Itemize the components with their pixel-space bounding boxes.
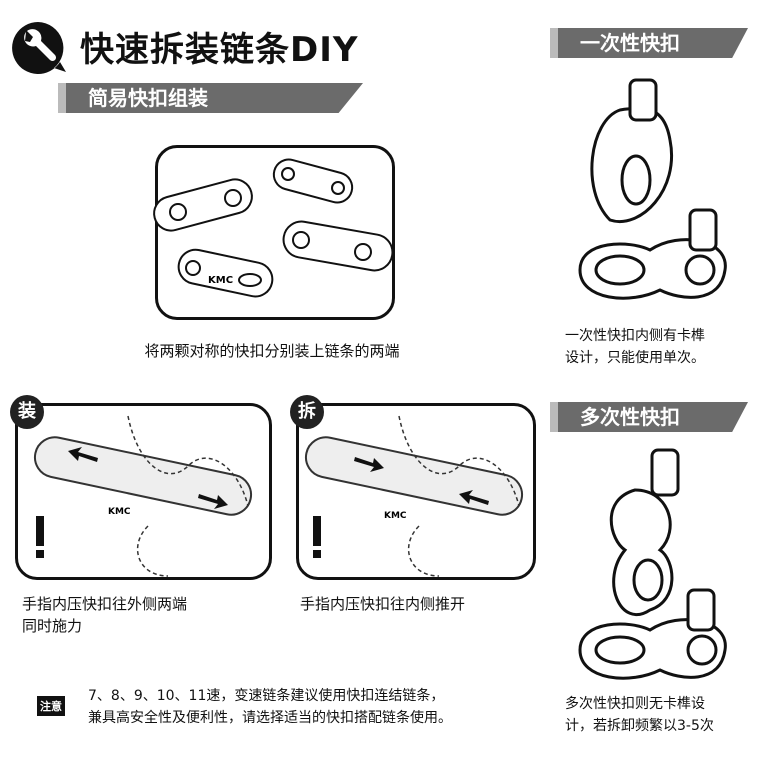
kmc-label: KMC <box>108 507 131 517</box>
remove-illustration: KMC <box>296 403 536 580</box>
install-caption-line1: 手指内压快扣往外侧两端 <box>22 595 188 613</box>
remove-badge: 拆 <box>290 395 324 429</box>
note-text: 7、8、9、10、11速，变速链条建议使用快扣连结链条， 兼具高安全性及便利性，… <box>88 685 452 729</box>
single-use-link-diagram <box>578 78 727 300</box>
arrow-right-icon <box>354 457 384 472</box>
arrow-left-icon <box>68 447 98 462</box>
section-banner-simple: 简易快扣组装 <box>58 83 363 113</box>
install-caption: 手指内压快扣往外侧两端 同时施力 <box>22 593 187 637</box>
simple-assembly-illustration: KMC <box>153 145 395 320</box>
multi-use-banner: 多次性快扣 <box>550 402 748 432</box>
note-line2: 兼具高安全性及便利性，请选择适当的快扣搭配链条使用。 <box>88 710 452 726</box>
arrow-right-icon <box>198 494 228 509</box>
remove-chain-diagram: KMC <box>304 415 524 577</box>
wrench-icon <box>12 22 67 74</box>
warning-icon <box>36 516 44 546</box>
single-use-banner: 一次性快扣 <box>550 28 748 58</box>
kmc-label: KMC <box>208 275 233 286</box>
multi-use-caption: 多次性快扣则无卡榫设 计，若拆卸频繁以3-5次 <box>565 693 714 737</box>
install-badge: 装 <box>10 395 44 429</box>
note-label: 注意 <box>37 696 65 716</box>
install-caption-line2: 同时施力 <box>22 617 83 635</box>
install-illustration: KMC <box>15 403 272 580</box>
single-use-caption: 一次性快扣内侧有卡榫 设计，只能使用单次。 <box>565 325 705 369</box>
multi-use-link-diagram <box>578 448 727 680</box>
note-line1: 7、8、9、10、11速，变速链条建议使用快扣连结链条， <box>88 688 445 704</box>
simple-assembly-caption: 将两颗对称的快扣分别装上链条的两端 <box>144 342 400 360</box>
single-use-caption-line1: 一次性快扣内侧有卡榫 <box>565 328 705 344</box>
chain-diagram: KMC <box>153 158 394 298</box>
kmc-label: KMC <box>384 511 407 521</box>
warning-icon <box>313 516 321 546</box>
multi-use-caption-line1: 多次性快扣则无卡榫设 <box>565 696 705 712</box>
single-use-caption-line2: 设计，只能使用单次。 <box>565 350 705 366</box>
multi-use-caption-line2: 计，若拆卸频繁以3-5次 <box>565 718 714 734</box>
page-title: 快速拆装链条DIY <box>80 30 359 70</box>
remove-caption: 手指内压快扣往内侧推开 <box>300 595 466 613</box>
arrow-left-icon <box>459 490 489 505</box>
install-chain-diagram: KMC <box>33 415 253 577</box>
